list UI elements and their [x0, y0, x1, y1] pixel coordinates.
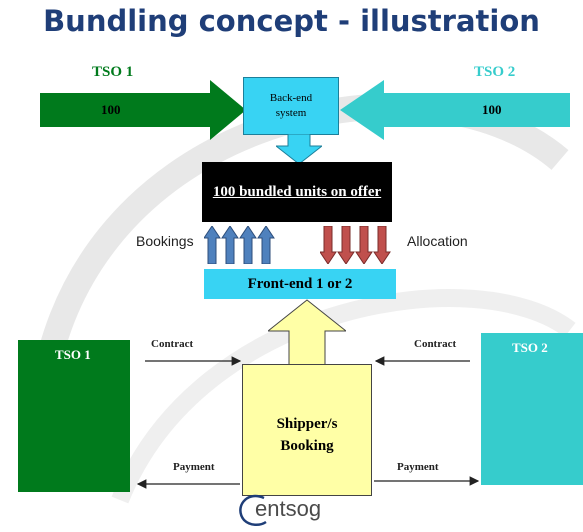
frontend-box: Front-end 1 or 2	[204, 269, 396, 299]
entsog-logo-text: entsog	[255, 496, 322, 521]
bottom-tso2-label: TSO 2	[512, 340, 548, 355]
tso1-value: 100	[101, 102, 121, 117]
bookings-arrows	[204, 226, 275, 264]
payment-right-label: Payment	[397, 461, 439, 473]
top-tso2-label: TSO 2	[474, 64, 516, 80]
top-tso1-label: TSO 1	[92, 64, 134, 80]
allocation-label: Allocation	[407, 233, 468, 249]
payment-left-label: Payment	[173, 461, 215, 473]
bundled-offer-box: 100 bundled units on offer	[202, 162, 392, 222]
page-title: Bundling concept - illustration	[43, 4, 540, 38]
bottom-tso2-box	[481, 333, 583, 485]
shipper-line2: Booking	[280, 438, 334, 454]
backend-system-box: Back-end system	[243, 77, 339, 135]
contract-left-label: Contract	[151, 338, 194, 350]
entsog-logo-icon	[239, 494, 267, 526]
contract-right-label: Contract	[414, 338, 457, 350]
allocation-arrows	[320, 226, 391, 264]
bottom-tso1-label: TSO 1	[55, 347, 91, 362]
backend-line1: Back-end	[269, 92, 313, 104]
bottom-tso1-box	[18, 340, 130, 492]
shipper-up-arrow	[268, 299, 346, 367]
shipper-booking-box: Shipper/s Booking	[242, 364, 372, 496]
shipper-line1: Shipper/s	[276, 416, 338, 432]
tso1-arrow	[40, 80, 246, 140]
bookings-label: Bookings	[136, 233, 194, 249]
backend-down-arrow	[276, 134, 322, 164]
backend-line2: system	[275, 107, 307, 119]
tso2-arrow	[340, 80, 570, 140]
tso2-value: 100	[482, 102, 502, 117]
